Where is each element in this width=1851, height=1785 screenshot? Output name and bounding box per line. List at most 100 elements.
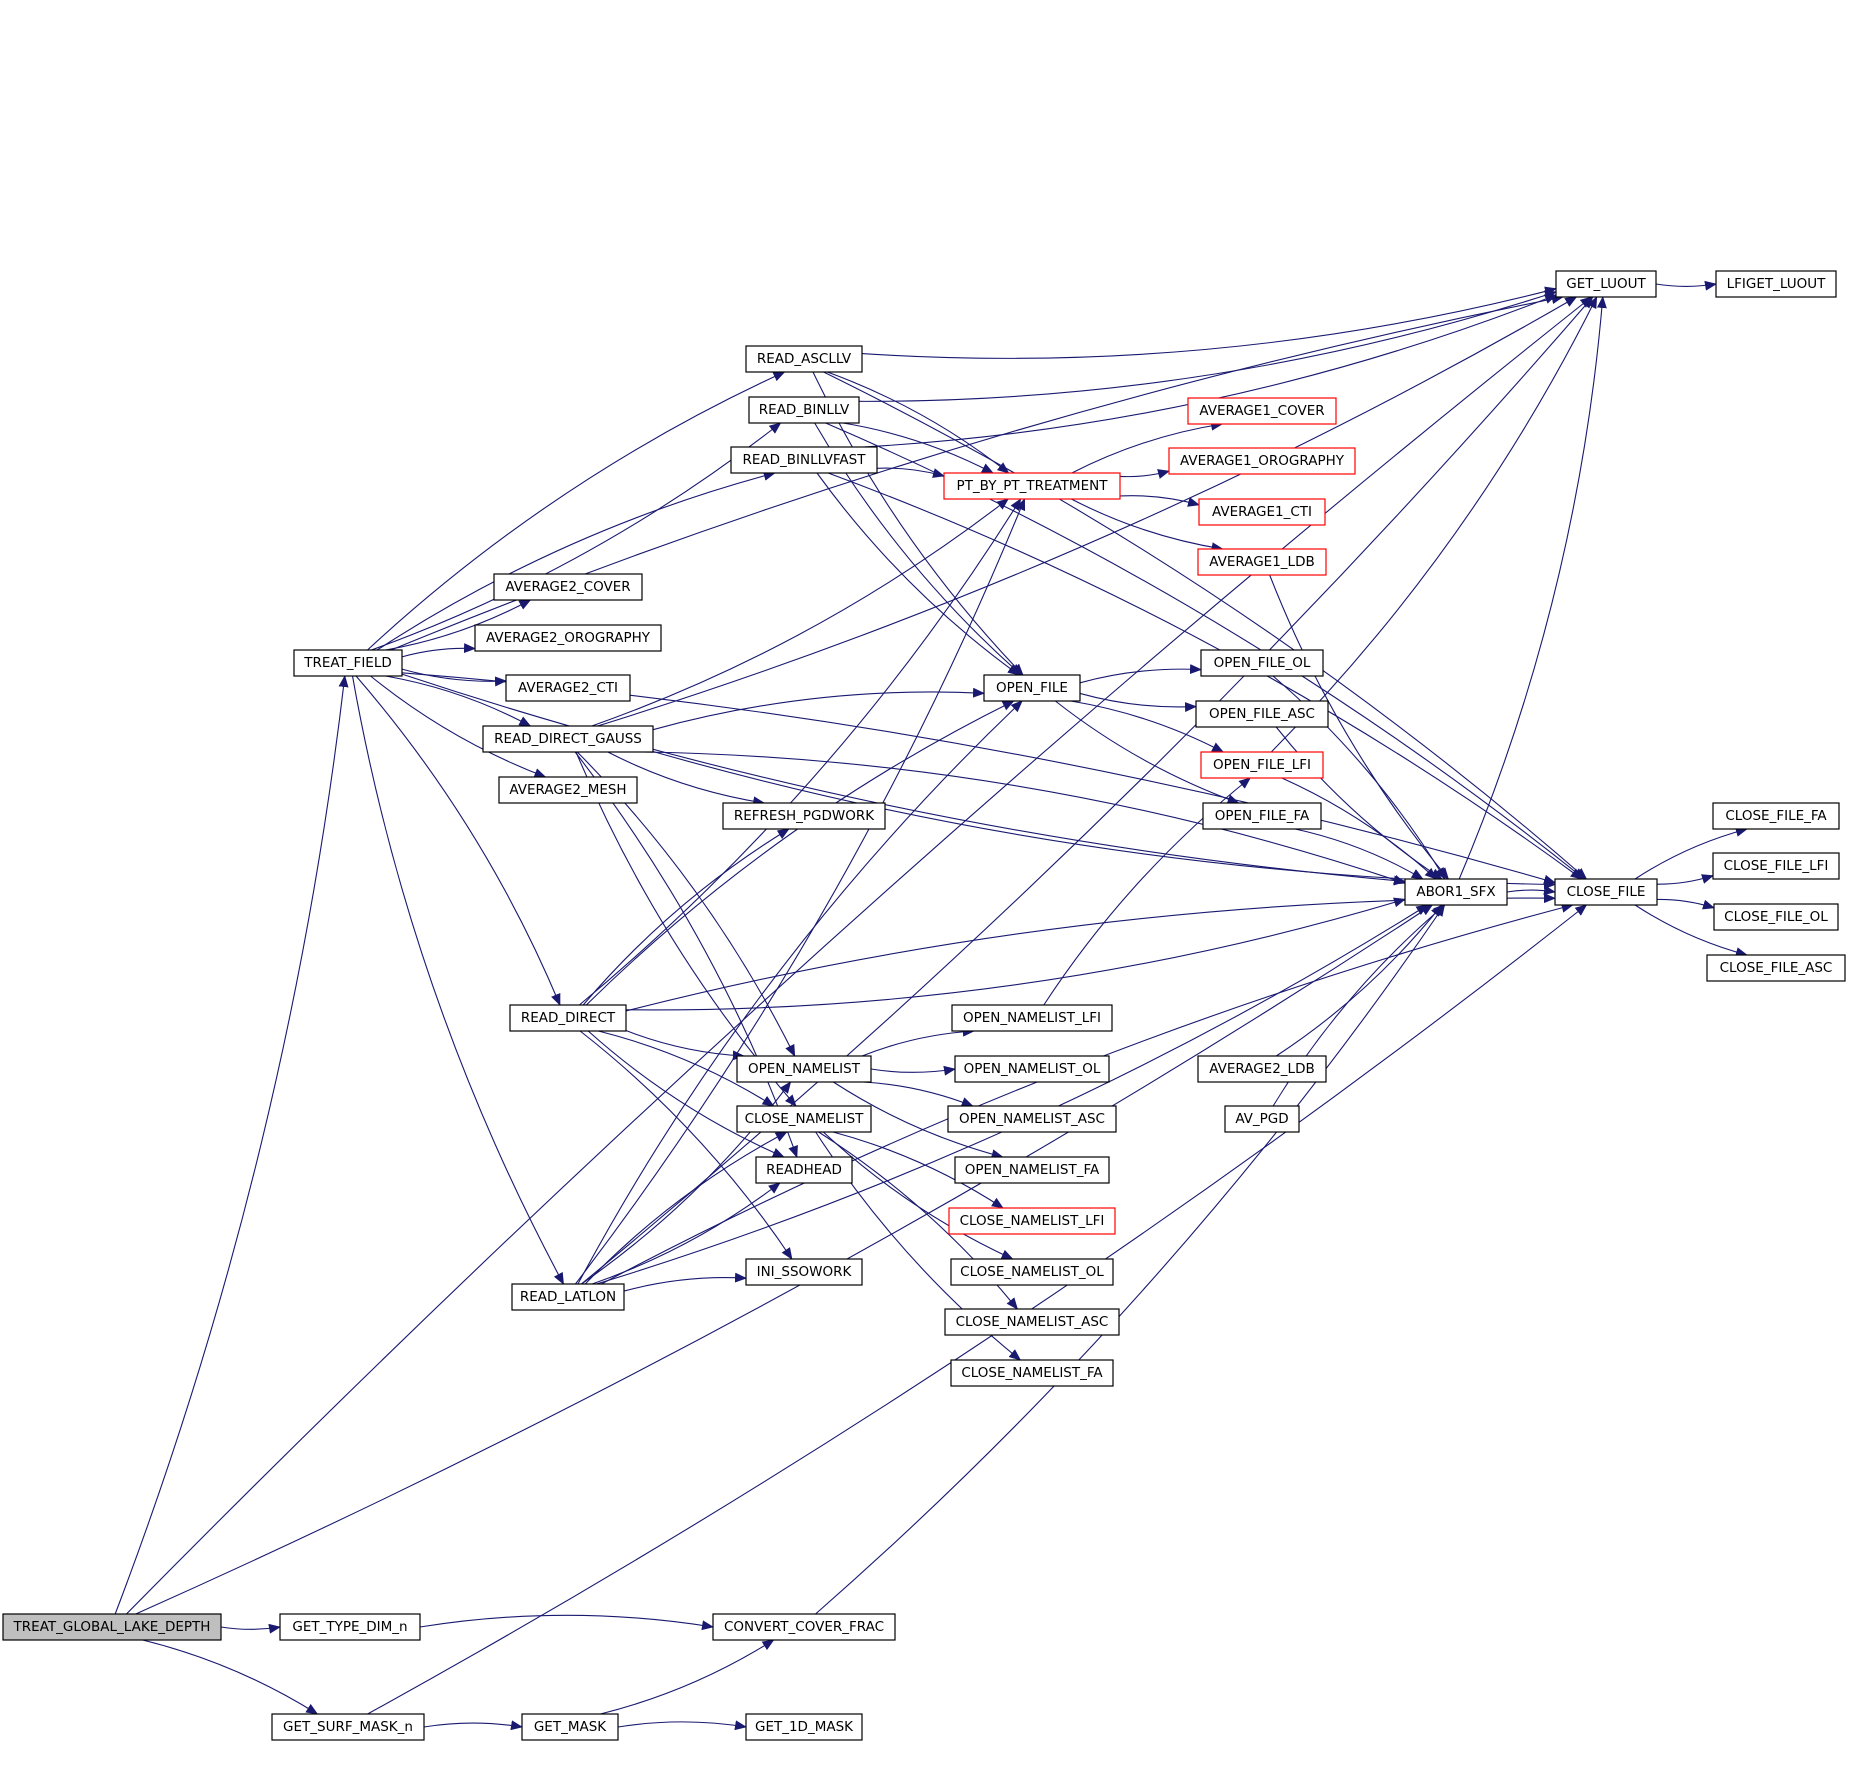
node-layer: TREAT_GLOBAL_LAKE_DEPTH GET_TYPE_DIM_n CON… (2, 270, 1846, 1741)
node-box (482, 725, 654, 753)
node-close-namelist-ol[interactable]: CLOSE_NAMELIST_OL (950, 1258, 1114, 1286)
node-refresh-pgdwork[interactable]: REFRESH_PGDWORK (722, 802, 886, 830)
node-box (943, 472, 1121, 500)
node-open-file-lfi[interactable]: OPEN_FILE_LFI (1200, 751, 1324, 779)
edge-treat_global_lake_depth-to-get_type_dim_n (220, 1623, 281, 1634)
node-label: AVERAGE2_OROGRAPHY (486, 630, 651, 646)
edge-close_namelist-to-close_namelist_lfi (832, 1131, 1004, 1209)
node-box (951, 1004, 1113, 1032)
node-open-namelist-fa[interactable]: OPEN_NAMELIST_FA (954, 1156, 1110, 1184)
edge-read_binllvfast-to-pt_by_pt_treatment (876, 467, 945, 478)
node-close-file-ol[interactable]: CLOSE_FILE_OL (1713, 903, 1839, 931)
node-lfiget-luout[interactable]: LFIGET_LUOUT (1715, 270, 1837, 298)
edge-pt_by_pt_treatment-to-average1_cover (1071, 420, 1224, 474)
edge-average2_ldb-to-abor1_sfx (1275, 904, 1443, 1057)
edge-abor1_sfx-to-close_file (1506, 885, 1556, 896)
node-get-luout[interactable]: GET_LUOUT (1555, 270, 1657, 298)
node-close-namelist[interactable]: CLOSE_NAMELIST (736, 1105, 872, 1133)
edge-pt_by_pt_treatment-to-average1_cti (1119, 495, 1200, 507)
node-open-namelist-lfi[interactable]: OPEN_NAMELIST_LFI (951, 1004, 1113, 1032)
node-open-file[interactable]: OPEN_FILE (983, 674, 1081, 702)
node-label: GET_TYPE_DIM_n (292, 1619, 407, 1635)
node-abor1-sfx[interactable]: ABOR1_SFX (1404, 878, 1508, 906)
node-close-namelist-asc[interactable]: CLOSE_NAMELIST_ASC (944, 1308, 1120, 1336)
node-box (950, 1258, 1114, 1286)
node-label: AVERAGE1_CTI (1212, 504, 1312, 520)
node-close-file-asc[interactable]: CLOSE_FILE_ASC (1706, 954, 1846, 982)
node-treat-global-lake-depth[interactable]: TREAT_GLOBAL_LAKE_DEPTH (2, 1613, 222, 1641)
node-read-binllv[interactable]: READ_BINLLV (748, 396, 860, 424)
node-read-binllvfast[interactable]: READ_BINLLVFAST (730, 446, 878, 474)
edge-read_ascllv-to-close_file (823, 371, 1588, 880)
node-box (1197, 548, 1327, 576)
edge-treat_field-to-abor1_sfx (401, 673, 1406, 886)
edge-treat_field-to-read_latlon (351, 675, 564, 1285)
node-box (745, 1258, 863, 1286)
node-box (293, 649, 403, 677)
edge-open_namelist-to-open_namelist_asc (863, 1081, 974, 1107)
node-treat-field[interactable]: TREAT_FIELD (293, 649, 403, 677)
edge-convert_cover_frac-to-abor1_sfx (815, 904, 1446, 1615)
node-pt-by-pt-treatment[interactable]: PT_BY_PT_TREATMENT (943, 472, 1121, 500)
node-average2-orography[interactable]: AVERAGE2_OROGRAPHY (474, 624, 662, 652)
node-average1-cti[interactable]: AVERAGE1_CTI (1198, 498, 1326, 526)
edge-close_file-to-close_file_asc (1634, 904, 1748, 957)
node-av-pgd[interactable]: AV_PGD (1224, 1105, 1300, 1133)
edge-open_namelist-to-open_namelist_lfi (861, 1026, 975, 1057)
node-average1-orography[interactable]: AVERAGE1_OROGRAPHY (1168, 447, 1356, 475)
node-ini-ssowork[interactable]: INI_SSOWORK (745, 1258, 863, 1286)
node-box (950, 1359, 1114, 1387)
node-close-namelist-fa[interactable]: CLOSE_NAMELIST_FA (950, 1359, 1114, 1387)
node-label: AVERAGE1_LDB (1209, 554, 1314, 570)
node-average1-ldb[interactable]: AVERAGE1_LDB (1197, 548, 1327, 576)
edge-read_direct-to-close_file (625, 893, 1556, 1012)
node-average2-cover[interactable]: AVERAGE2_COVER (493, 573, 643, 601)
node-open-namelist[interactable]: OPEN_NAMELIST (736, 1055, 872, 1083)
node-label: READ_BINLLVFAST (742, 452, 866, 468)
node-label: TREAT_GLOBAL_LAKE_DEPTH (13, 1619, 211, 1635)
node-label: AVERAGE1_OROGRAPHY (1180, 453, 1345, 469)
node-label: OPEN_FILE_ASC (1209, 706, 1315, 722)
edge-close_namelist-to-close_namelist_ol (822, 1131, 1014, 1260)
node-open-file-ol[interactable]: OPEN_FILE_OL (1200, 649, 1324, 677)
node-get-1d-mask[interactable]: GET_1D_MASK (745, 1713, 863, 1741)
node-readhead[interactable]: READHEAD (755, 1156, 853, 1184)
edge-treat_field-to-read_direct (355, 675, 561, 1006)
node-label: REFRESH_PGDWORK (734, 808, 875, 824)
node-open-file-asc[interactable]: OPEN_FILE_ASC (1195, 700, 1329, 728)
edge-close_file-to-close_file_ol (1656, 898, 1715, 910)
node-average2-mesh[interactable]: AVERAGE2_MESH (498, 776, 638, 804)
node-read-direct[interactable]: READ_DIRECT (509, 1004, 627, 1032)
node-average2-ldb[interactable]: AVERAGE2_LDB (1197, 1055, 1327, 1083)
node-get-surf-mask-n[interactable]: GET_SURF_MASK_n (271, 1713, 425, 1741)
node-box (1197, 1055, 1327, 1083)
node-close-file[interactable]: CLOSE_FILE (1554, 878, 1658, 906)
edge-get_mask-to-convert_cover_frac (600, 1639, 775, 1715)
node-close-file-fa[interactable]: CLOSE_FILE_FA (1712, 802, 1840, 830)
node-box (1712, 852, 1840, 880)
edge-read_direct_gauss-to-refresh_pgdwork (607, 751, 766, 807)
node-read-ascllv[interactable]: READ_ASCLLV (745, 345, 863, 373)
node-box (983, 674, 1081, 702)
node-open-namelist-asc[interactable]: OPEN_NAMELIST_ASC (947, 1105, 1117, 1133)
node-convert-cover-frac[interactable]: CONVERT_COVER_FRAC (712, 1613, 896, 1641)
node-get-mask[interactable]: GET_MASK (521, 1713, 619, 1741)
node-average1-cover[interactable]: AVERAGE1_COVER (1187, 397, 1337, 425)
node-open-namelist-ol[interactable]: OPEN_NAMELIST_OL (954, 1055, 1110, 1083)
node-average2-cti[interactable]: AVERAGE2_CTI (505, 674, 631, 702)
edge-treat_field-to-read_ascllv (367, 371, 786, 651)
node-label: TREAT_FIELD (303, 655, 392, 671)
node-get-type-dim-n[interactable]: GET_TYPE_DIM_n (279, 1613, 421, 1641)
node-box (521, 1713, 619, 1741)
node-label: CLOSE_NAMELIST_ASC (956, 1314, 1109, 1330)
node-close-file-lfi[interactable]: CLOSE_FILE_LFI (1712, 852, 1840, 880)
node-open-file-fa[interactable]: OPEN_FILE_FA (1202, 802, 1322, 830)
node-read-latlon[interactable]: READ_LATLON (511, 1283, 625, 1311)
edge-open_file-to-open_file_asc (1079, 692, 1197, 713)
node-box (1198, 498, 1326, 526)
edge-open_file_fa-to-abor1_sfx (1295, 828, 1424, 880)
node-close-namelist-lfi[interactable]: CLOSE_NAMELIST_LFI (948, 1207, 1116, 1235)
node-box (1187, 397, 1337, 425)
node-read-direct-gauss[interactable]: READ_DIRECT_GAUSS (482, 725, 654, 753)
